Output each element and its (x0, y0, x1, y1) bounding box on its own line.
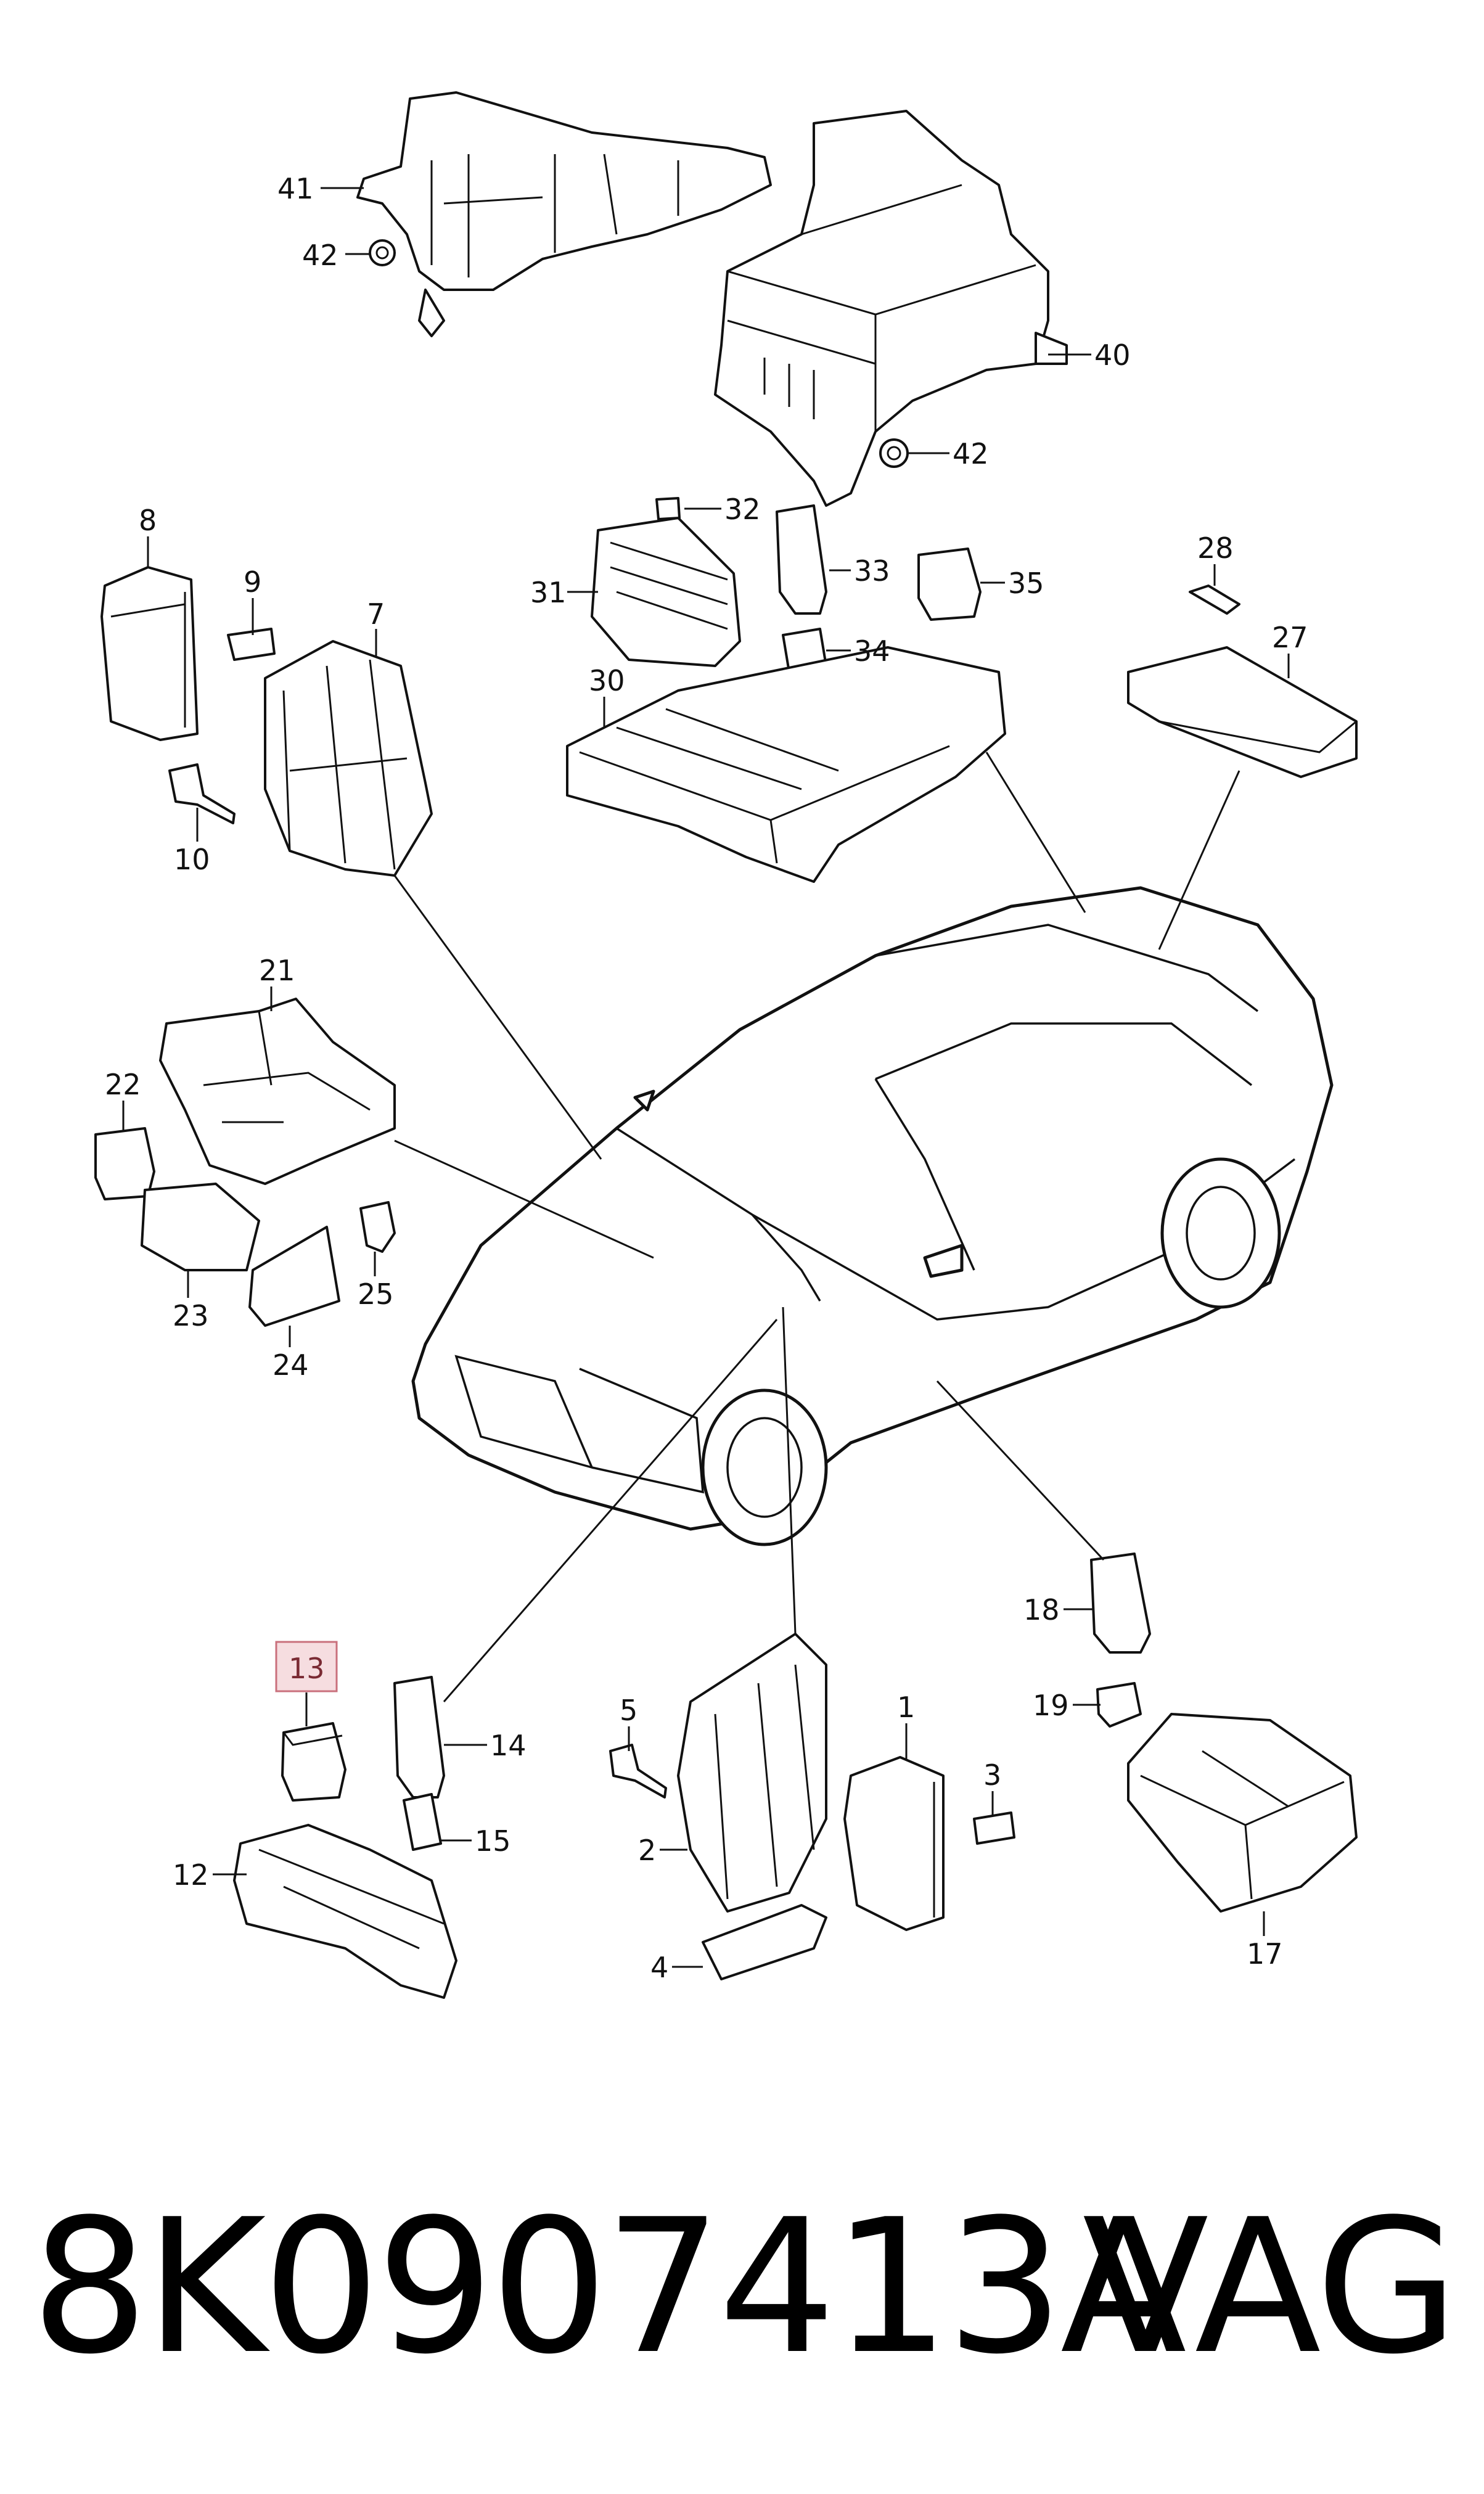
callout-8: 8 (139, 504, 157, 537)
part-14-relay-base (393, 1676, 445, 1799)
callout-10: 10 (174, 843, 210, 876)
callout-42-top: 42 (302, 239, 338, 272)
callout-1: 1 (897, 1691, 915, 1724)
part-7-bracket (264, 640, 433, 877)
callout-18: 18 (1023, 1593, 1060, 1626)
callout-30: 30 (589, 664, 625, 697)
part-13-highlight-box (275, 1641, 338, 1692)
part-9-fuse (227, 628, 276, 661)
part-5-bolt (609, 1744, 667, 1799)
callout-3: 3 (983, 1758, 1001, 1792)
callout-22: 22 (105, 1068, 141, 1101)
callout-7: 7 (367, 597, 385, 631)
callout-12: 12 (173, 1858, 209, 1892)
part-28-clip (1189, 585, 1240, 615)
part-42-nut-right (879, 438, 909, 468)
part-23-fuse-holder (141, 1183, 260, 1271)
part-32-fuse (655, 497, 681, 520)
part-35-relay (917, 548, 982, 621)
leader-lines (122, 187, 1290, 1968)
part-number: 8K0907413A (31, 2180, 1187, 2395)
callout-34: 34 (854, 634, 890, 668)
callout-32: 32 (724, 493, 761, 526)
callout-17: 17 (1247, 1937, 1283, 1971)
callout-21: 21 (259, 954, 295, 987)
part-19-fuse (1096, 1682, 1142, 1728)
part-number-footer: 8K0907413A VAG (0, 2158, 1484, 2417)
part-10-bolt (168, 763, 236, 824)
part-18-relay-base (1090, 1553, 1151, 1654)
part-12-fuse-box (233, 1824, 457, 1999)
callout-40: 40 (1094, 338, 1131, 372)
part-8-fuse-holder (100, 566, 199, 741)
part-31-fuse-block (591, 517, 741, 667)
callout-15: 15 (475, 1824, 511, 1858)
part-1-fuse-holder (843, 1756, 945, 1931)
part-40-housing (714, 110, 1068, 507)
part-27-cover (1127, 646, 1358, 778)
parts-diagram: 41 42 40 42 8 9 7 10 32 31 33 35 34 30 2… (94, 91, 1358, 1999)
callout-14: 14 (490, 1729, 527, 1762)
part-30-fuse-box (566, 646, 1006, 883)
callout-23: 23 (173, 1299, 209, 1332)
callout-24: 24 (273, 1348, 309, 1382)
car-illustration (411, 886, 1334, 1546)
part-33-relay-base (776, 504, 827, 615)
part-24-holder (248, 1226, 340, 1327)
part-3-fuse (973, 1811, 1015, 1845)
part-13-relay[interactable] (281, 1722, 346, 1802)
callout-41: 41 (277, 172, 314, 205)
part-21-bracket (159, 998, 396, 1185)
part-42-nut-top (369, 239, 396, 266)
callout-33: 33 (854, 554, 890, 588)
brand-label: VAG (1082, 2180, 1459, 2395)
callout-labels: 41 42 40 42 8 9 7 10 32 31 33 35 34 30 2… (105, 172, 1308, 1984)
part-17-fuse-box (1127, 1713, 1358, 1913)
callout-27: 27 (1272, 621, 1308, 654)
part-15-fuse (403, 1793, 442, 1851)
callout-35: 35 (1008, 567, 1044, 600)
callout-25: 25 (358, 1278, 394, 1311)
callout-13: 13 (289, 1652, 325, 1685)
part-4-cover (702, 1904, 827, 1980)
callout-5: 5 (620, 1694, 637, 1727)
part-25-fuse (359, 1201, 396, 1253)
part-2-bracket (677, 1633, 827, 1913)
callout-31: 31 (530, 576, 567, 609)
callout-42-right: 42 (953, 437, 989, 470)
callout-2: 2 (638, 1834, 656, 1867)
callout-9: 9 (244, 565, 261, 599)
callout-4: 4 (650, 1951, 668, 1984)
part-41-bracket (356, 91, 772, 337)
part-22-relay (94, 1127, 155, 1200)
callout-19: 19 (1033, 1689, 1069, 1722)
callout-28: 28 (1197, 531, 1234, 565)
